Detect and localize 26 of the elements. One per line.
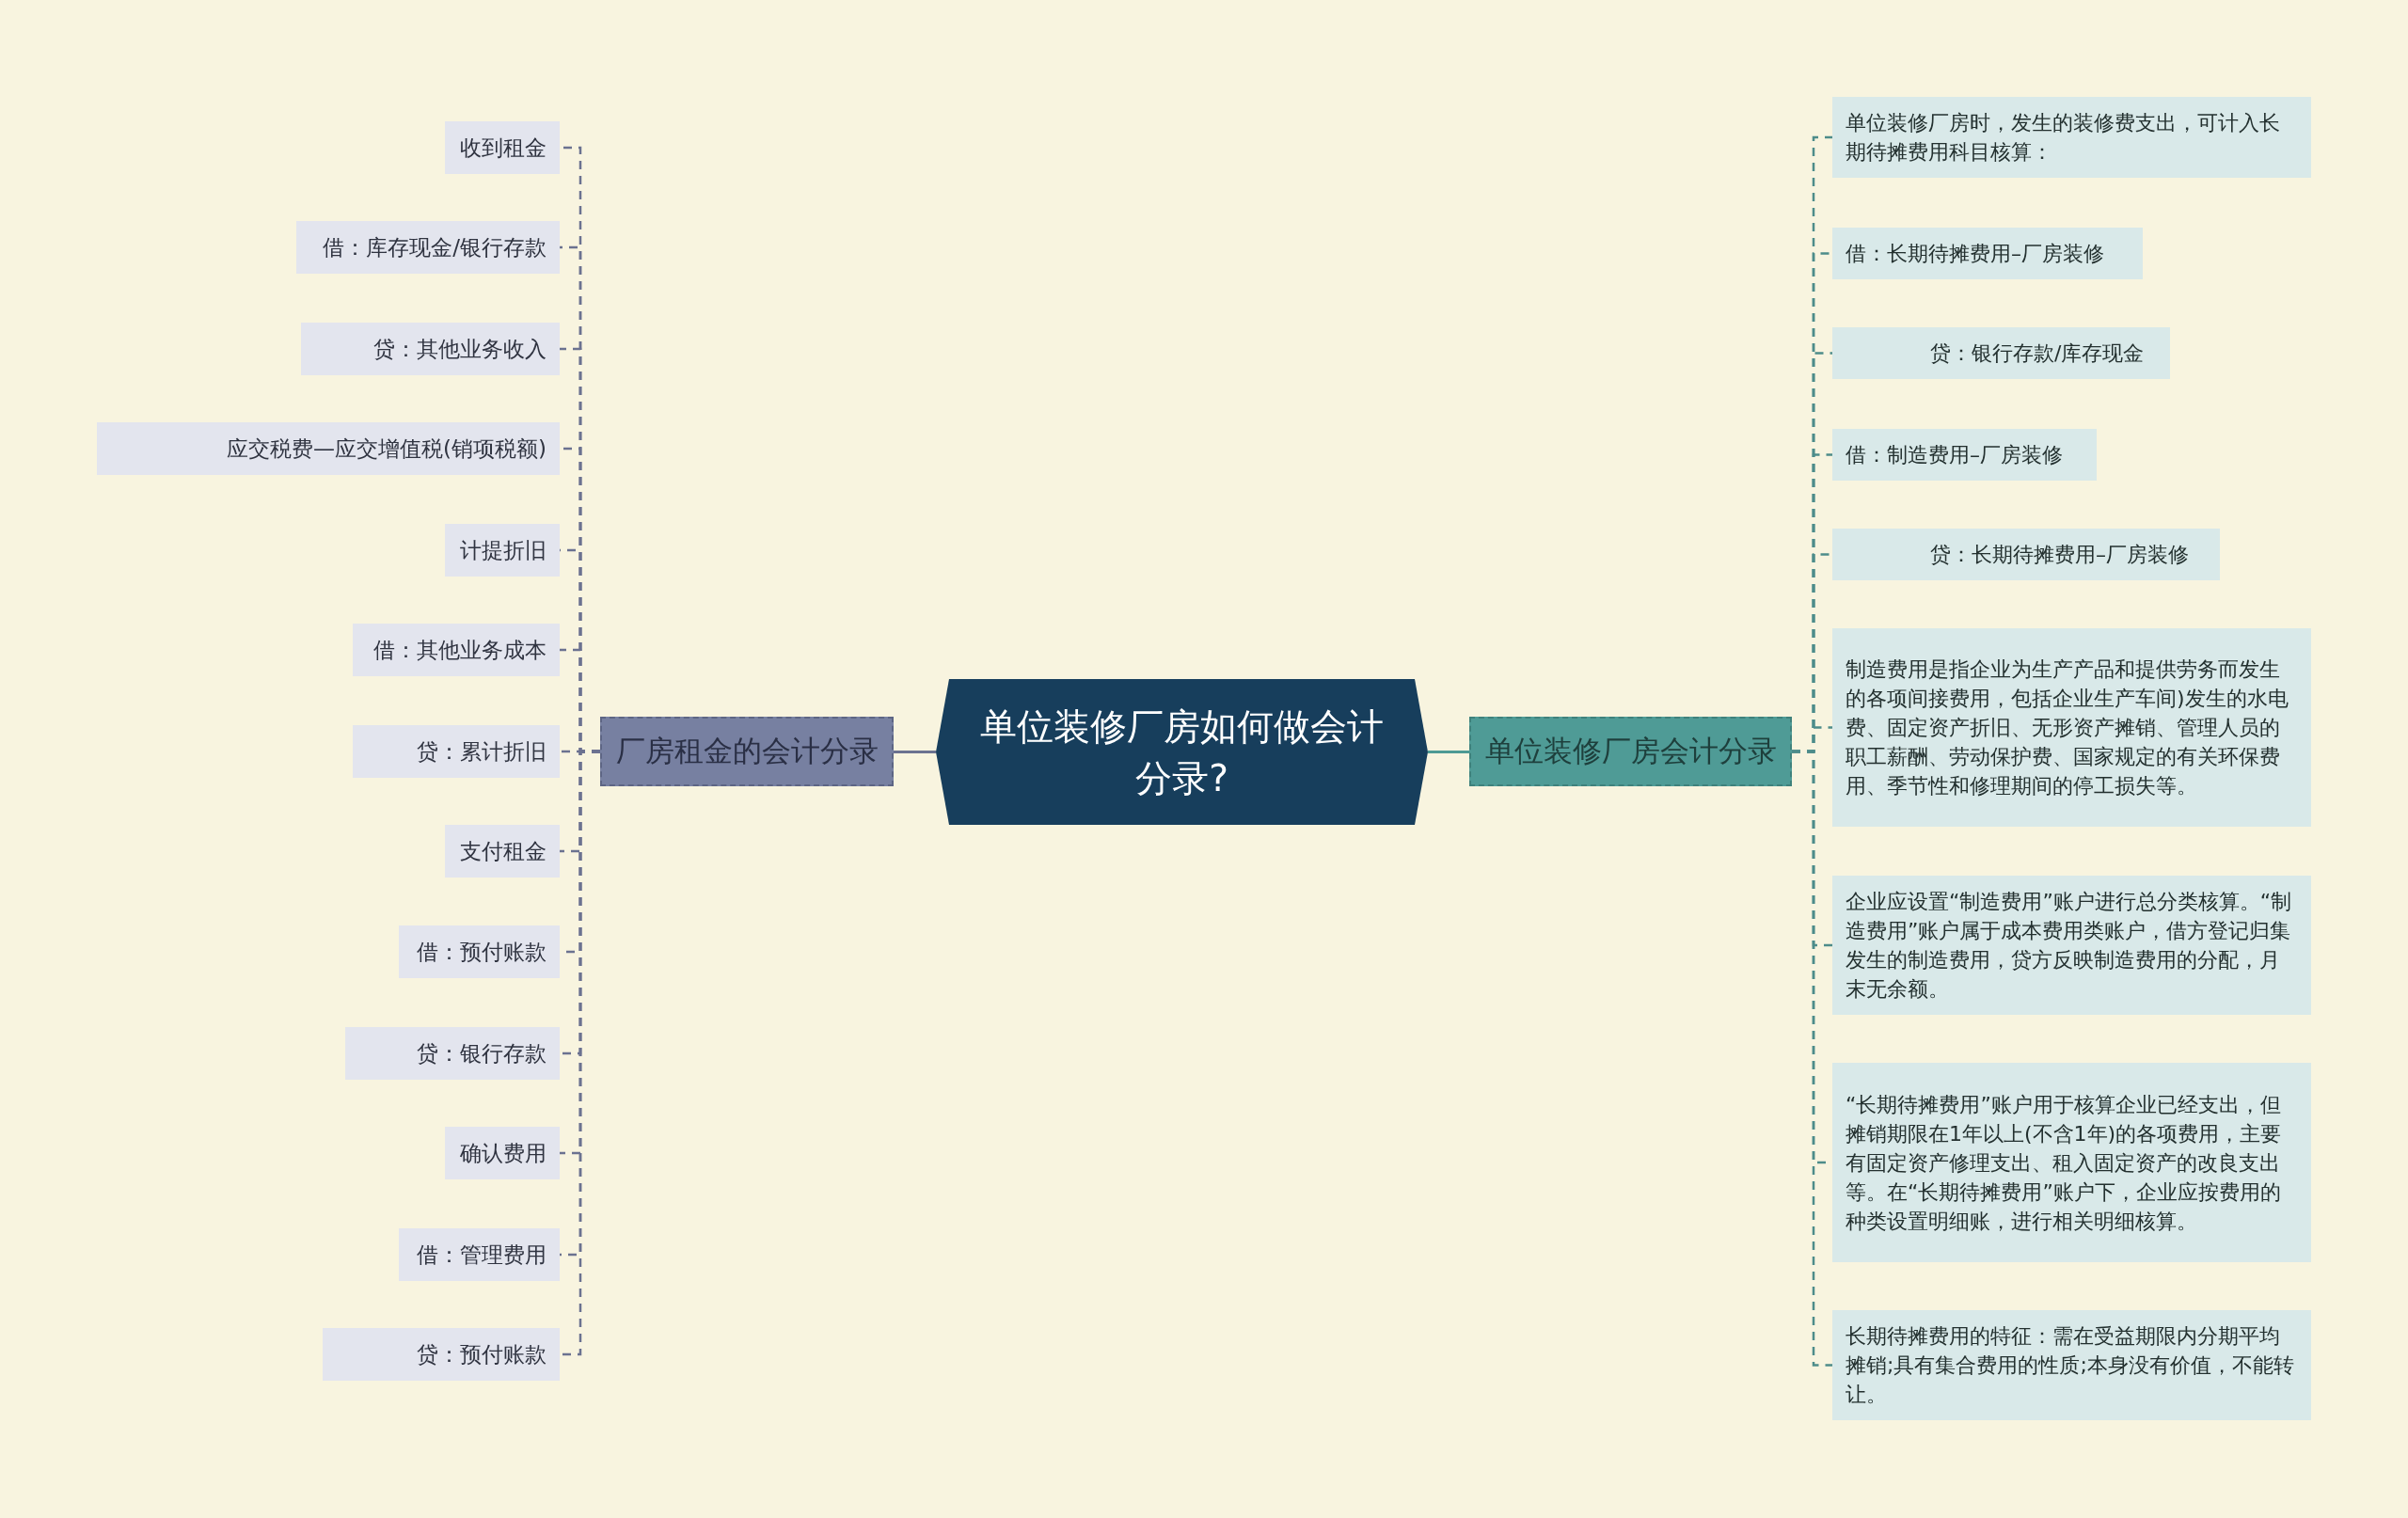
topic-box: 贷：长期待摊费用–厂房装修 bbox=[1832, 529, 2220, 580]
topic-box: 计提折旧 bbox=[445, 524, 560, 577]
branch-topic: 单位装修厂房会计分录 bbox=[1469, 717, 1792, 786]
topic-box: 贷：银行存款/库存现金 bbox=[1832, 327, 2170, 379]
branch-topic: 厂房租金的会计分录 bbox=[600, 717, 894, 786]
topic-box: 应交税费—应交增值税(销项税额) bbox=[97, 422, 560, 475]
topic-box: 贷：累计折旧 bbox=[353, 725, 560, 778]
connector-line bbox=[1428, 750, 1471, 753]
topic-box: 贷：预付账款 bbox=[323, 1328, 560, 1381]
topic-box: 制造费用是指企业为生产产品和提供劳务而发生的各项间接费用，包括企业生产车间)发生的水电费、固定资产折旧、无形资产摊销、管理人员的职工薪酬、劳动保护费、国家规定的有关环保费用、季节性和修理期间的停工损失等。 bbox=[1832, 628, 2311, 827]
topic-box: 借：管理费用 bbox=[399, 1228, 560, 1281]
topic-box: “长期待摊费用”账户用于核算企业已经支出，但摊销期限在1年以上(不含1年)的各项费用，主要有固定资产修理支出、租入固定资产的改良支出等。在“长期待摊费用”账户下，企业应按费用的种类设置明细账，进行相关明细核算。 bbox=[1832, 1063, 2311, 1262]
topic-box: 确认费用 bbox=[445, 1127, 560, 1179]
topic-box: 贷：银行存款 bbox=[345, 1027, 560, 1080]
topic-box: 支付租金 bbox=[445, 825, 560, 878]
topic-box: 收到租金 bbox=[445, 121, 560, 174]
topic-box: 借：预付账款 bbox=[399, 925, 560, 978]
topic-box: 企业应设置“制造费用”账户进行总分类核算。“制造费用”账户属于成本费用类账户，借方登记归集发生的制造费用，贷方反映制造费用的分配，月末无余额。 bbox=[1832, 876, 2311, 1015]
topic-box: 贷：其他业务收入 bbox=[301, 323, 560, 375]
topic-box: 借：制造费用–厂房装修 bbox=[1832, 429, 2097, 481]
topic-box: 长期待摊费用的特征：需在受益期限内分期平均摊销;具有集合费用的性质;本身没有价值，不能转让。 bbox=[1832, 1310, 2311, 1420]
topic-box: 借：库存现金/银行存款 bbox=[296, 221, 560, 274]
topic-box: 单位装修厂房时，发生的装修费支出，可计入长期待摊费用科目核算： bbox=[1832, 97, 2311, 178]
topic-box: 借：其他业务成本 bbox=[353, 624, 560, 676]
topic-box: 借：长期待摊费用–厂房装修 bbox=[1832, 228, 2143, 279]
central-topic: 单位装修厂房如何做会计分录? bbox=[936, 679, 1428, 825]
